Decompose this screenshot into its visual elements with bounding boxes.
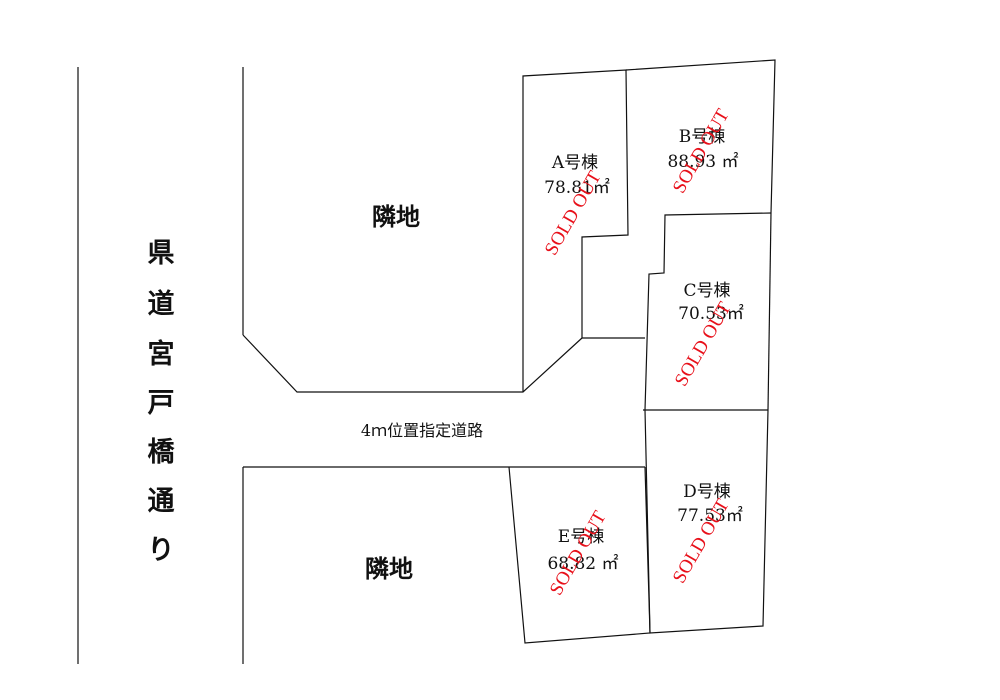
- lot-e: E号棟 68.82 ㎡ SOLD OUT: [546, 507, 619, 599]
- lot-b-name: B号棟: [679, 127, 726, 147]
- private-road-top-edge: [242, 334, 583, 393]
- neighbor-label-lower: 隣地: [365, 554, 413, 583]
- lot-a-name: A号棟: [551, 153, 598, 173]
- lot-a: A号棟 78.81㎡ SOLD OUT: [541, 153, 610, 259]
- private-road-label: 4ｍ位置指定道路: [361, 421, 483, 440]
- lot-c-name: C号棟: [683, 281, 730, 301]
- lot-c-east-edge: [767, 212, 772, 411]
- lot-b-area: 88.93 ㎡: [667, 152, 738, 172]
- road-name-char: り: [148, 535, 175, 566]
- road-name-char: 橋: [148, 437, 176, 468]
- lot-b-boundary: [625, 59, 776, 214]
- lot-b: B号棟 88.93 ㎡ SOLD OUT: [667, 105, 738, 197]
- lot-d-boundary: [644, 409, 769, 634]
- lot-d-area: 77.53㎡: [677, 506, 743, 526]
- lot-d: D号棟 77.53㎡ SOLD OUT: [669, 482, 743, 587]
- lot-c-area: 70.53㎡: [678, 304, 744, 324]
- road-name-char: 道: [148, 288, 175, 320]
- road-name-char: 宮: [148, 338, 175, 370]
- lot-e-name: E号棟: [558, 527, 604, 547]
- lot-d-name: D号棟: [683, 482, 731, 502]
- lot-a-boundary: [522, 69, 645, 392]
- lot-e-area: 68.82 ㎡: [547, 554, 618, 574]
- prefectural-road-name: 県 道 宮 戸 橋 通 り: [148, 238, 176, 566]
- lot-e-boundary: [508, 466, 651, 644]
- lot-c-boundary: [644, 212, 772, 411]
- road-name-char: 戸: [148, 388, 175, 419]
- lot-c: C号棟 70.53㎡ SOLD OUT: [671, 281, 744, 390]
- neighbor-label-upper: 隣地: [372, 202, 420, 231]
- road-name-char: 県: [148, 238, 175, 269]
- lot-a-area: 78.81㎡: [544, 178, 610, 198]
- road-name-char: 通: [148, 486, 175, 517]
